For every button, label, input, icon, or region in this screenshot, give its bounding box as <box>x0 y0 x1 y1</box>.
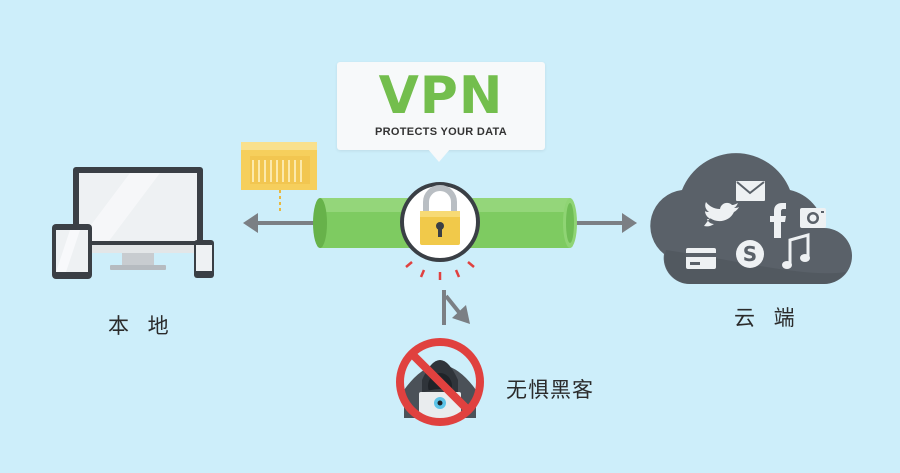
deflect-arrow <box>442 290 470 325</box>
camera-icon <box>800 208 826 228</box>
tablet-icon <box>52 224 92 279</box>
callout-tail <box>427 148 451 162</box>
cloud-app-icons: S <box>686 181 826 269</box>
vpn-subtitle: PROTECTS YOUR DATA <box>375 126 507 138</box>
music-note-icon <box>782 233 810 269</box>
hacker-label: 无惧黑客 <box>506 378 594 402</box>
svg-text:S: S <box>743 242 757 266</box>
prohibited-icon <box>396 338 484 426</box>
local-label: 本 地 <box>108 314 175 338</box>
credit-card-icon <box>686 248 716 269</box>
folder-icon <box>241 142 317 190</box>
monitor-icon <box>73 167 203 270</box>
padlock-icon <box>400 182 480 262</box>
twitter-icon <box>704 202 739 227</box>
cloud-label: 云 端 <box>734 306 801 330</box>
skype-icon: S <box>736 240 764 268</box>
vpn-title: VPN <box>378 66 504 126</box>
vpn-callout: VPN PROTECTS YOUR DATA <box>337 62 545 162</box>
mail-icon <box>736 181 765 201</box>
alert-rays <box>405 261 475 280</box>
phone-icon <box>194 240 214 278</box>
facebook-icon <box>770 203 786 238</box>
